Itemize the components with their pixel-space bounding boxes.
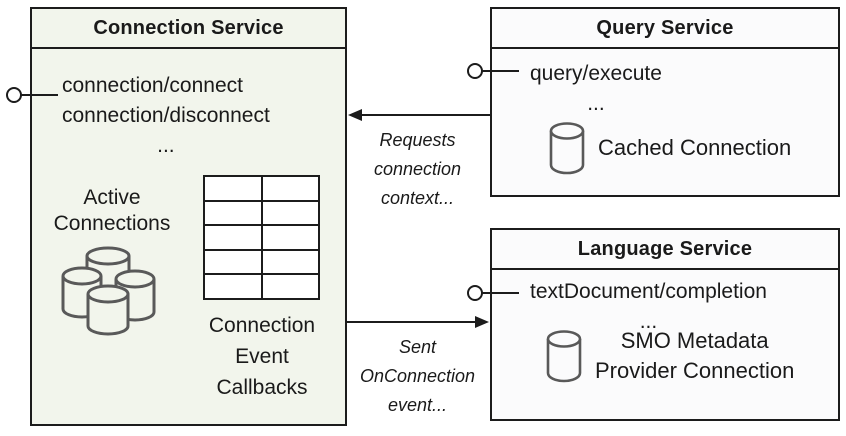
sent-onconnection-arrow (347, 316, 489, 328)
method-textdocument-completion: textDocument/completion (530, 280, 767, 303)
callback-table-grid (203, 175, 320, 300)
query-service-methods: query/execute ... (530, 59, 662, 119)
database-cluster-icon (61, 246, 156, 336)
requests-connection-arrow (348, 109, 490, 121)
connection-service-box: Connection Service connection/connect co… (30, 7, 347, 426)
language-service-methods: textDocument/completion ... (530, 277, 767, 337)
cached-connection-label: Cached Connection (598, 135, 792, 160)
method-connection-connect: connection/connect (62, 74, 243, 97)
active-connections-label: Active Connections (53, 186, 171, 235)
methods-ellipsis: ... (587, 92, 605, 115)
cached-connection-item: Cached Connection (548, 121, 791, 175)
methods-ellipsis: ... (157, 134, 175, 157)
database-icon (546, 330, 582, 383)
query-service-box: Query Service query/execute ... Cached C… (490, 7, 840, 197)
language-service-box: Language Service textDocument/completion… (490, 228, 840, 421)
language-service-title: Language Service (492, 230, 838, 270)
smo-metadata-provider-label: SMO Metadata Provider Connection (595, 328, 795, 383)
connection-service-title: Connection Service (32, 9, 345, 49)
smo-metadata-connection-item: SMO Metadata Provider Connection (545, 326, 794, 386)
connection-service-methods: connection/connect connection/disconnect… (62, 71, 270, 161)
requests-connection-context-label: Requests connection context... (373, 130, 462, 208)
method-connection-disconnect: connection/disconnect (62, 104, 270, 127)
method-query-execute: query/execute (530, 62, 662, 85)
connection-event-callbacks-label: Connection Event Callbacks (208, 314, 316, 399)
query-service-title: Query Service (492, 9, 838, 49)
sent-onconnection-event-label: Sent OnConnection event... (359, 337, 476, 415)
methods-ellipsis: ... (639, 310, 658, 333)
database-icon (549, 122, 585, 175)
